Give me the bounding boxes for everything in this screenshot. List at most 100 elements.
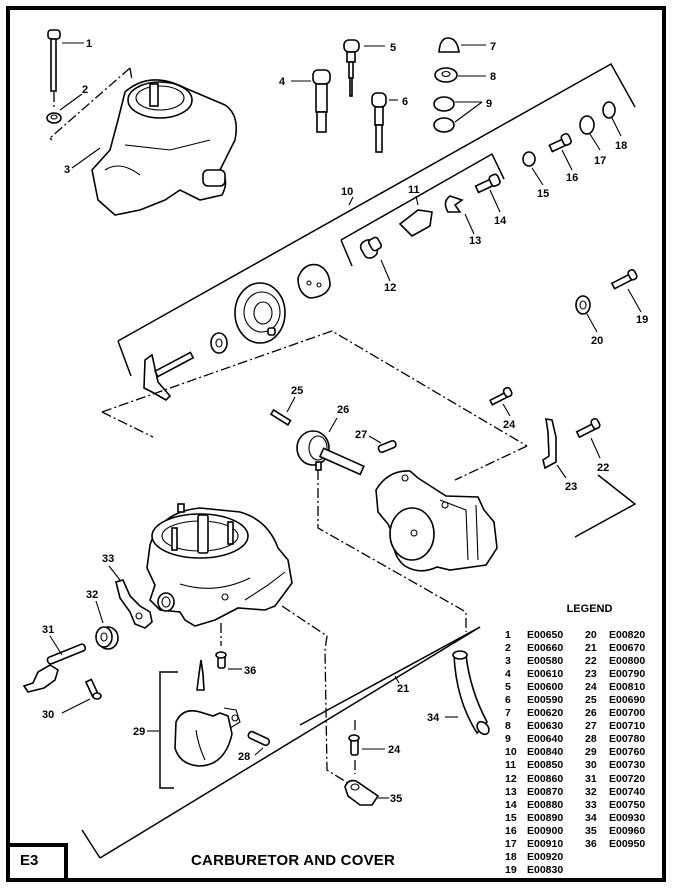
legend-part-code: E00790	[609, 668, 646, 681]
part-screw-24-upper[interactable]	[488, 386, 513, 417]
part-choke-cover[interactable]	[174, 707, 241, 767]
part-seal[interactable]	[210, 332, 228, 354]
part-hose-34[interactable]	[445, 650, 491, 737]
part-lever-11[interactable]	[398, 209, 433, 237]
part-pin-28[interactable]	[247, 730, 271, 756]
legend-part-number: 16	[505, 824, 517, 837]
callout-15: 15	[537, 188, 549, 200]
part-screw-16[interactable]	[548, 132, 573, 171]
callout-34: 34	[427, 712, 440, 724]
legend-part-number: 33	[585, 798, 597, 811]
legend-part-number: 12	[505, 772, 517, 785]
part-clamp-35[interactable]	[344, 779, 389, 806]
legend-part-number: 35	[585, 824, 597, 837]
callout-23: 23	[565, 481, 577, 493]
assembly-line-2	[49, 67, 133, 141]
part-clip-13[interactable]	[444, 195, 475, 235]
part-washer-2[interactable]	[46, 92, 83, 124]
part-lever-shaft[interactable]	[143, 351, 195, 401]
legend-part-number: 17	[505, 837, 517, 850]
callout-4: 4	[279, 76, 286, 88]
part-screw-6[interactable]	[371, 92, 398, 153]
legend-part-code: E00640	[527, 733, 564, 746]
part-bushing-12[interactable]	[358, 236, 391, 282]
part-washers-9[interactable]	[433, 96, 483, 133]
part-diaphragm-housing[interactable]	[234, 282, 286, 344]
part-pin-25[interactable]	[269, 396, 296, 426]
legend-part-number: 34	[585, 811, 597, 824]
assembly-line-middle-end	[101, 411, 154, 438]
part-screw-36[interactable]	[215, 651, 242, 670]
legend-part-code: E00930	[609, 811, 646, 824]
callout-8: 8	[490, 71, 496, 83]
part-cover-plate[interactable]	[297, 263, 331, 299]
legend-part-number: 19	[505, 863, 517, 876]
legend-part-code: E00660	[527, 642, 564, 655]
part-screw-22[interactable]	[575, 417, 601, 459]
legend-part-code: E00780	[609, 733, 646, 746]
part-lever-33[interactable]	[108, 565, 153, 629]
callout-5: 5	[390, 42, 396, 54]
part-screw-5[interactable]	[343, 39, 385, 97]
part-carburetor-body[interactable]	[146, 503, 293, 627]
legend-part-code: E00860	[527, 772, 564, 785]
part-nut-18[interactable]	[602, 101, 622, 137]
part-lockwasher-15[interactable]	[522, 151, 544, 186]
part-bracket-23[interactable]	[542, 418, 567, 479]
part-bolt-19[interactable]	[610, 268, 642, 313]
legend-part-number: 24	[585, 681, 597, 694]
legend-part-number: 22	[585, 655, 597, 668]
callout-29: 29	[133, 726, 145, 738]
diagram-title: CARBURETOR AND COVER	[191, 852, 396, 869]
part-screw-24-lower[interactable]	[348, 720, 385, 774]
part-washer-17[interactable]	[579, 115, 601, 151]
legend-part-number: 13	[505, 785, 517, 798]
callout-12: 12	[384, 282, 396, 294]
legend-part-code: E00670	[609, 642, 646, 655]
legend-part-code: E00580	[527, 655, 564, 668]
part-carburetor-3[interactable]	[71, 79, 238, 216]
legend-row: 3 E00580 22 E00800	[500, 655, 665, 668]
legend-part-code: E00700	[609, 707, 646, 720]
legend-part-code: E00800	[609, 655, 646, 668]
page-tag-box	[6, 843, 68, 882]
part-screw-4[interactable]	[291, 69, 331, 133]
part-lever-31[interactable]	[22, 635, 87, 693]
part-cap-nut-7[interactable]	[438, 37, 486, 53]
part-choke-housing[interactable]	[375, 470, 498, 572]
callout-27: 27	[355, 429, 367, 441]
callout-3: 3	[64, 164, 70, 176]
callout-18: 18	[615, 140, 627, 152]
part-pulldown-26[interactable]	[296, 417, 365, 476]
callout-35: 35	[390, 793, 402, 805]
legend-part-number: 10	[505, 746, 517, 759]
callout-14: 14	[494, 215, 507, 227]
legend-part-number: 29	[585, 746, 597, 759]
part-spacer-32[interactable]	[95, 600, 119, 650]
legend-part-number: 5	[505, 681, 511, 694]
part-screw-30[interactable]	[61, 678, 102, 714]
part-screw-14[interactable]	[474, 173, 501, 213]
part-washer-8[interactable]	[434, 67, 486, 83]
part-washer-20[interactable]	[575, 295, 598, 333]
callout-26: 26	[337, 404, 349, 416]
part-needle[interactable]	[196, 659, 205, 691]
assembly-line-lower	[281, 605, 357, 789]
part-bolt-1[interactable]	[47, 29, 84, 92]
legend-part-number: 3	[505, 655, 511, 668]
legend-part-number: 14	[505, 798, 517, 811]
legend-part-number: 4	[505, 668, 511, 681]
callout-32: 32	[86, 589, 98, 601]
legend-part-code: E00710	[609, 720, 646, 733]
legend-part-code: E00840	[527, 746, 564, 759]
part-pin-27[interactable]	[368, 435, 397, 453]
legend-part-number: 18	[505, 850, 517, 863]
legend-part-number: 30	[585, 759, 597, 772]
